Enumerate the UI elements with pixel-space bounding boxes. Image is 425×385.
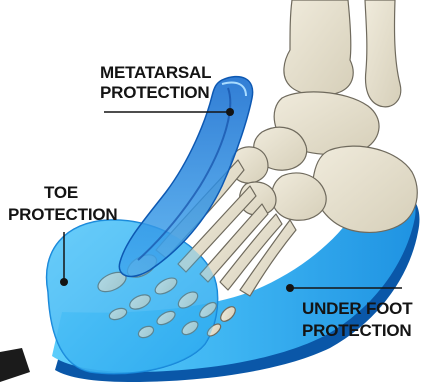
callout-dot-underfoot: [286, 284, 294, 292]
callout-dot-metatarsal: [226, 108, 234, 116]
label-underfoot-line1: UNDER FOOT: [302, 299, 413, 318]
label-toe-line2: PROTECTION: [8, 205, 117, 224]
label-metatarsal-line2: PROTECTION: [100, 83, 209, 102]
tibia-bone: [284, 0, 353, 95]
calcaneus-bone: [313, 146, 417, 232]
label-underfoot-line2: PROTECTION: [302, 321, 411, 340]
fibula-bone: [365, 0, 401, 107]
callout-dot-toe: [60, 278, 68, 286]
shoe-edge-fragment: [0, 348, 30, 382]
label-metatarsal-line1: METATARSAL: [100, 63, 211, 82]
label-toe-line1: TOE: [44, 183, 78, 202]
